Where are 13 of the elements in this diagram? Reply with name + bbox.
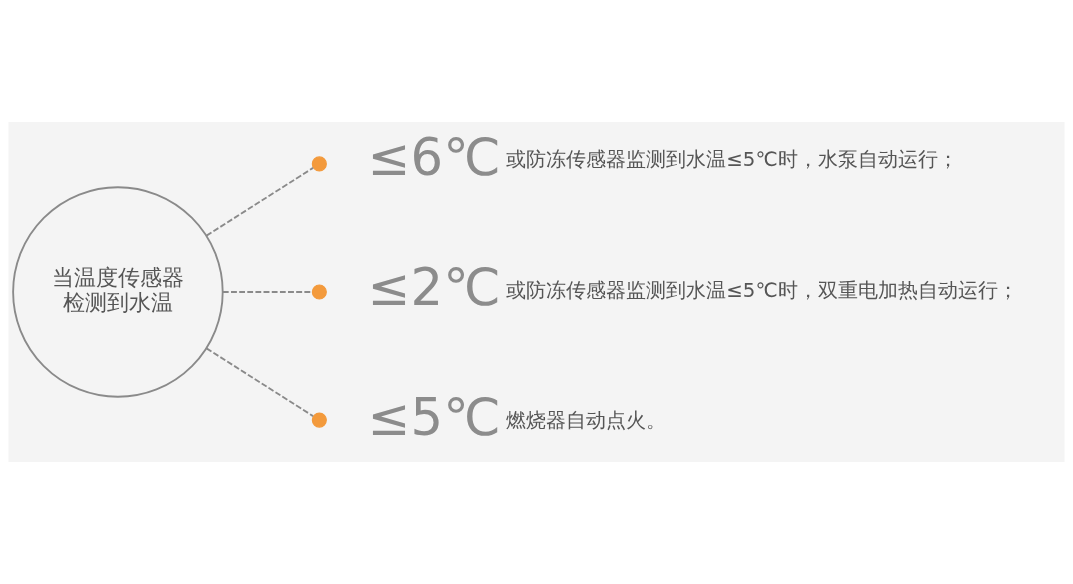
node-label: ≤2℃ bbox=[367, 257, 501, 318]
node-label: 或防冻传感器监测到水温≤5℃时，水泵自动运行； bbox=[506, 148, 958, 172]
node-circle bbox=[311, 284, 327, 300]
connector bbox=[221, 291, 313, 293]
connector bbox=[205, 347, 314, 418]
node-circle bbox=[311, 156, 327, 172]
node-label: ≤6℃ bbox=[367, 126, 501, 187]
connector bbox=[205, 166, 314, 237]
node-label: 燃烧器自动点火。 bbox=[506, 409, 667, 433]
node-label: ≤5℃ bbox=[367, 387, 501, 448]
node-circle: 当温度传感器检测到水温 bbox=[12, 186, 224, 398]
node-circle bbox=[311, 412, 327, 428]
node-label: 或防冻传感器监测到水温≤5℃时，双重电加热自动运行； bbox=[506, 278, 1018, 302]
